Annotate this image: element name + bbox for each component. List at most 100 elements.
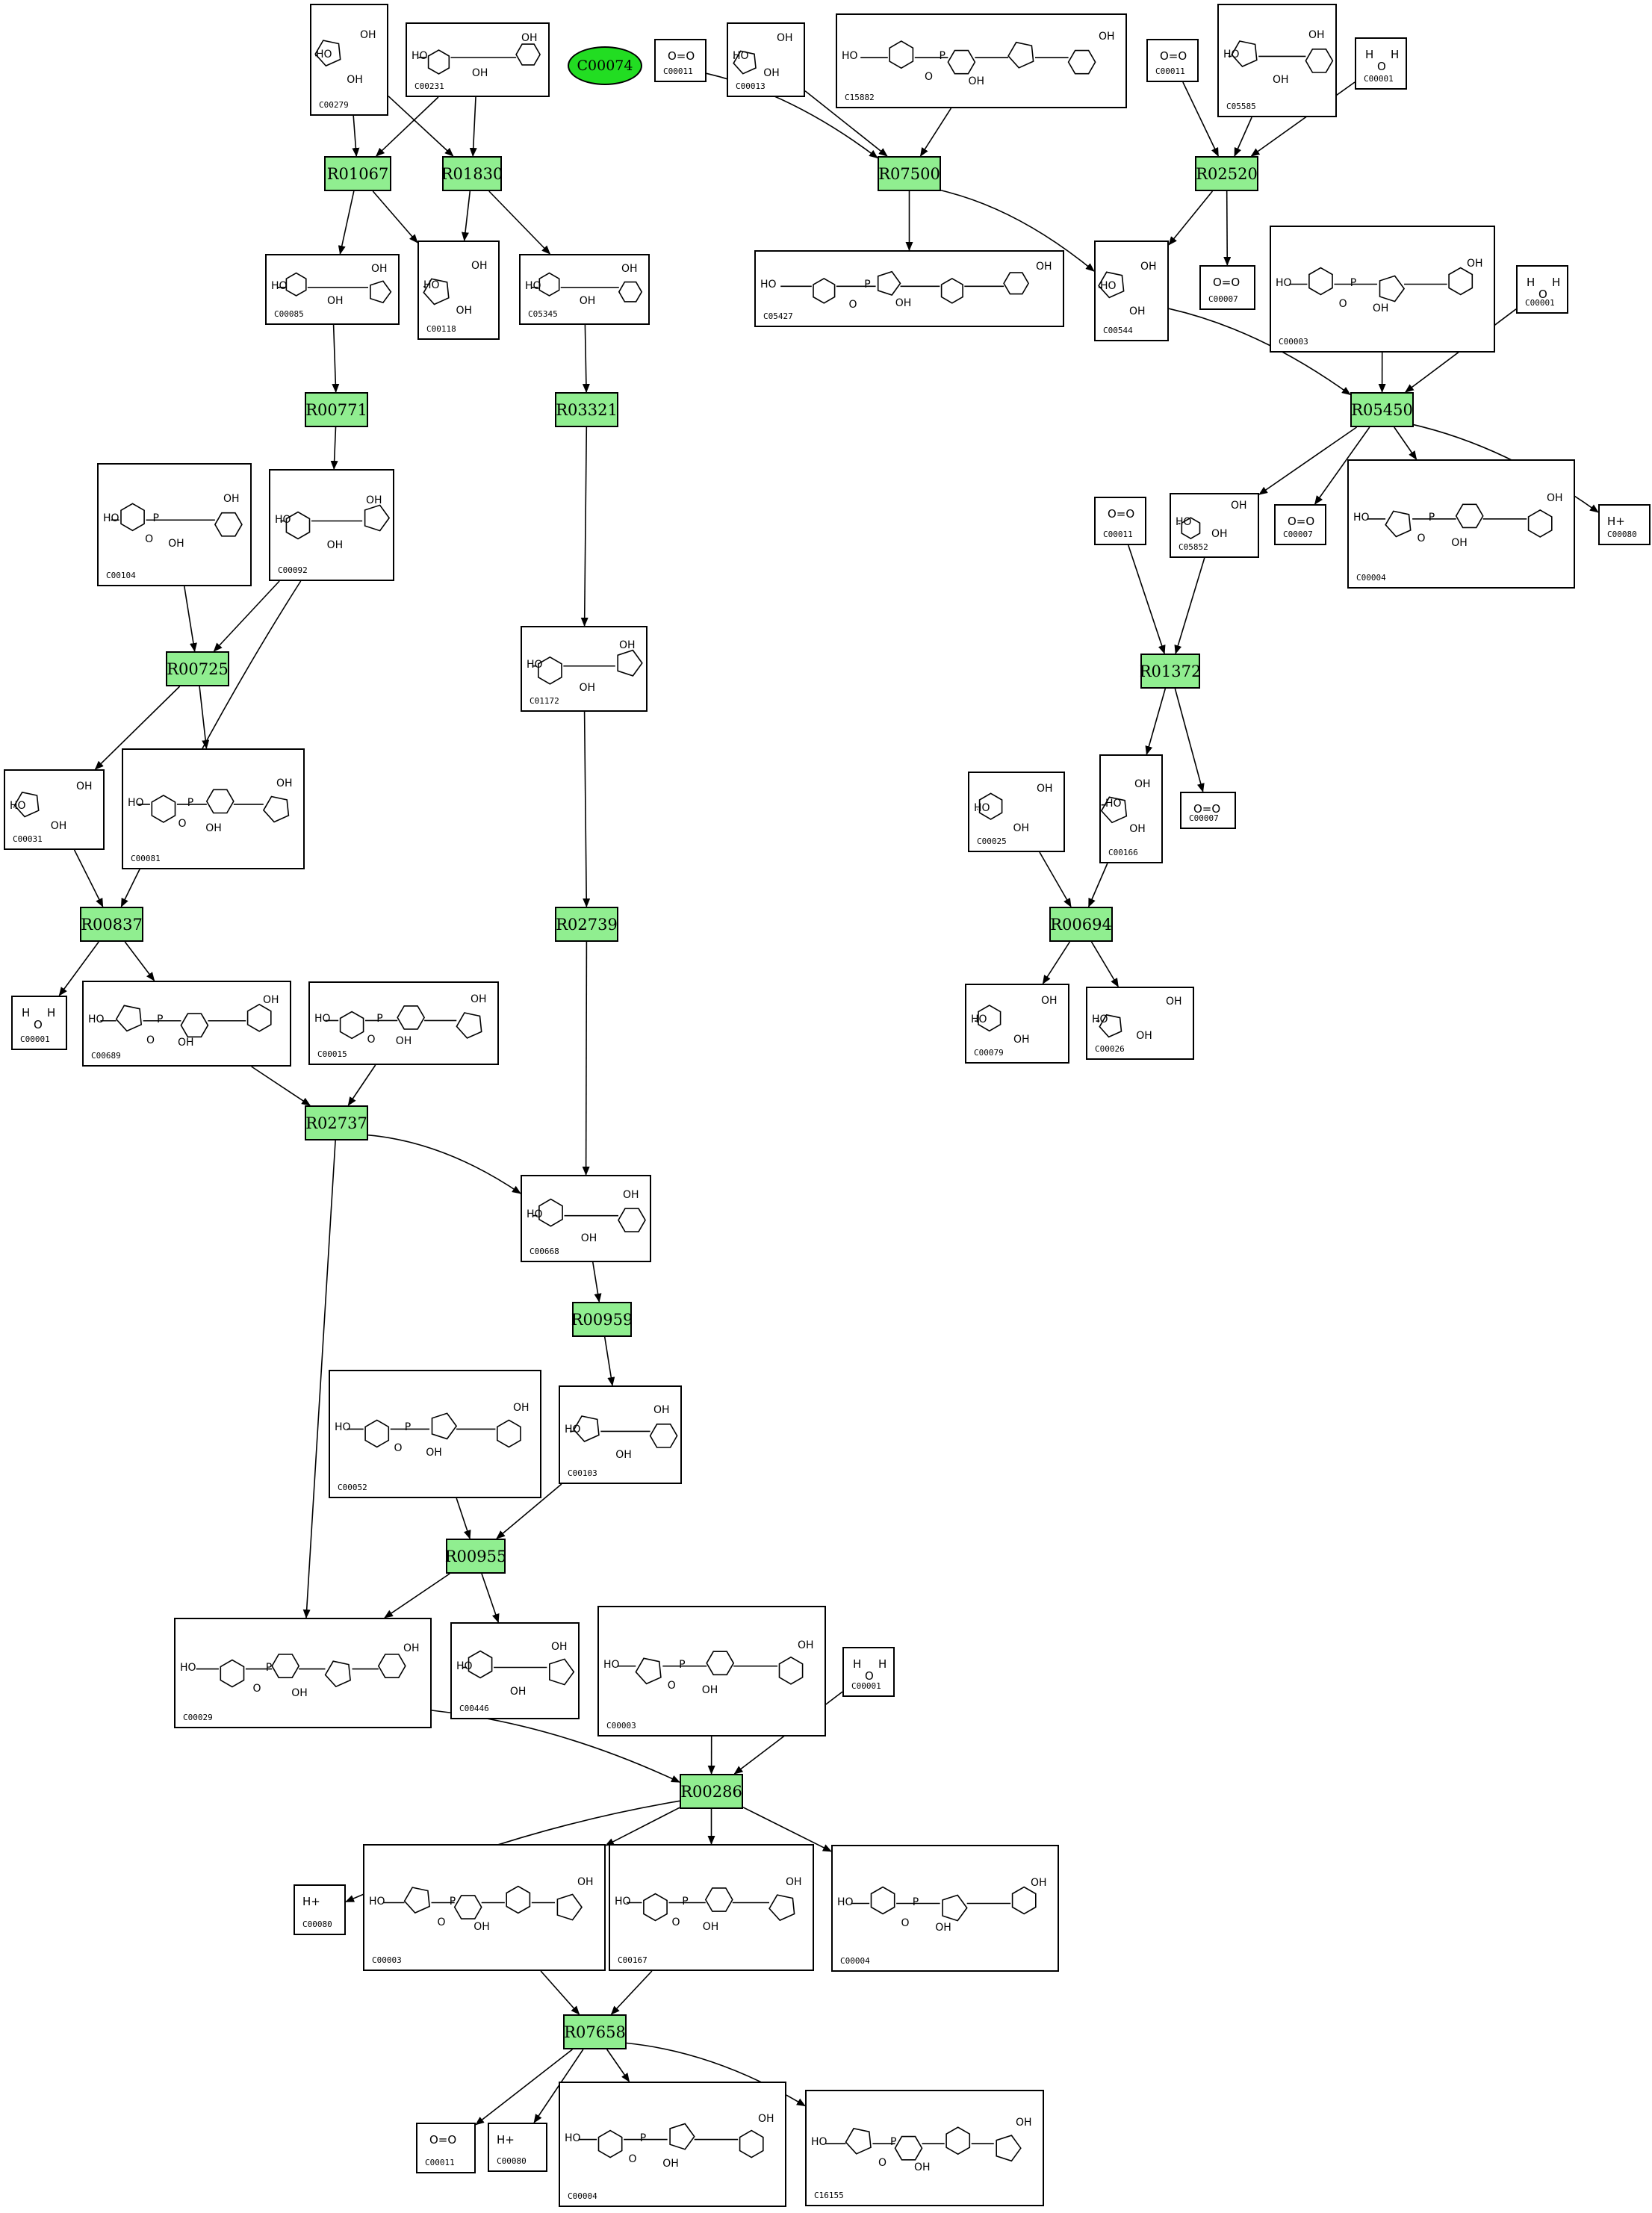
reaction-node[interactable]: R00837 <box>80 907 143 942</box>
atom-label: O <box>671 1916 680 1928</box>
reaction-edge <box>540 1970 580 2015</box>
reaction-node[interactable]: R00725 <box>166 651 229 686</box>
molecule-structure <box>325 1005 482 1040</box>
reaction-node[interactable]: R01372 <box>1140 654 1201 689</box>
reaction-node[interactable]: R05450 <box>1350 392 1414 427</box>
ring-bond <box>423 278 450 305</box>
reaction-node[interactable]: R03321 <box>555 392 618 427</box>
reaction-node[interactable]: R00771 <box>305 392 368 427</box>
reaction-node[interactable]: R07658 <box>563 2014 627 2049</box>
ring-bond <box>403 1887 430 1914</box>
reaction-edge <box>1039 851 1072 907</box>
ring-bond <box>1305 48 1334 73</box>
reaction-node[interactable]: R07500 <box>878 156 941 191</box>
reaction-edge <box>330 426 338 470</box>
atom-label: P <box>864 279 871 291</box>
compound-id-label: C05852 <box>1179 542 1208 552</box>
atom-label: P <box>679 1658 686 1671</box>
start-compound-node[interactable]: C00074 <box>568 46 642 85</box>
reaction-node[interactable]: R00694 <box>1049 907 1113 942</box>
atom-label: OH <box>473 1920 490 1933</box>
atom-label: OH <box>1099 31 1115 43</box>
atom-label: HO <box>271 279 288 292</box>
reaction-edge <box>375 96 439 157</box>
reaction-edge <box>610 1970 653 2015</box>
compound-node[interactable]: H+C00080 <box>488 2123 547 2172</box>
compound-node[interactable]: H+C00080 <box>1598 504 1651 545</box>
ring-bond <box>1098 271 1125 299</box>
compound-id-label: C00104 <box>106 571 136 580</box>
reaction-node[interactable]: R01067 <box>324 156 391 191</box>
reaction-node[interactable]: R01830 <box>441 156 503 191</box>
ring-bond <box>151 794 176 823</box>
ring-bond <box>468 1650 493 1679</box>
reaction-node[interactable]: R00955 <box>445 1539 506 1574</box>
molecule-structure <box>780 270 1030 304</box>
compound-node[interactable]: H+C00080 <box>294 1884 346 1935</box>
reaction-node[interactable]: R00286 <box>680 1774 743 1809</box>
reaction-edge <box>388 96 454 157</box>
atom-label: HO <box>842 50 858 63</box>
atom-label: HO <box>369 1895 385 1908</box>
reaction-node[interactable]: R00959 <box>571 1302 633 1337</box>
atom-label: HO <box>760 279 777 291</box>
atom-label: OH <box>1016 2117 1032 2129</box>
compound-id-label: C00031 <box>13 834 43 844</box>
reaction-node[interactable]: R02739 <box>555 907 618 942</box>
reaction-edge <box>580 426 589 627</box>
reaction-node[interactable]: R02737 <box>305 1105 368 1140</box>
ring-bond <box>205 789 235 814</box>
reaction-node[interactable]: R02520 <box>1195 156 1258 191</box>
reaction-edge <box>1250 81 1356 157</box>
ring-bond <box>377 1654 406 1678</box>
ring-bond <box>618 1208 646 1232</box>
atom-label: OH <box>1129 305 1146 317</box>
